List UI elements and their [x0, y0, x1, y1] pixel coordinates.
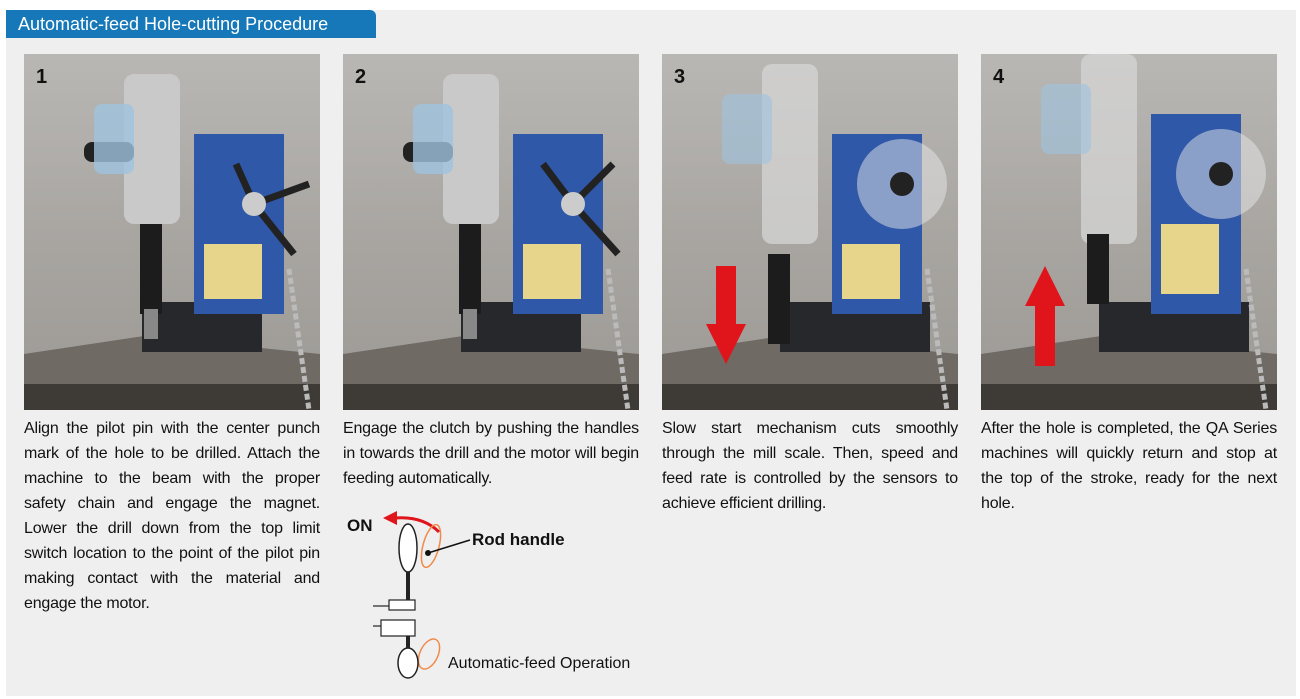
- step-number: 4: [993, 66, 1005, 88]
- step-2: 2 Engage the clutch by pushing the handl…: [343, 54, 639, 491]
- section-title: Automatic-feed Hole-cutting Procedure: [6, 10, 376, 38]
- down-arrow-icon: [706, 266, 746, 364]
- step-1: 1 Align the pilot pin with the center pu…: [24, 54, 320, 616]
- drill-machine-image: [24, 74, 320, 410]
- drill-machine-image: [981, 54, 1277, 410]
- drill-machine-image: [662, 64, 958, 410]
- drill-machine-image: [343, 74, 639, 410]
- step-4-photo: 4: [981, 54, 1277, 410]
- step-1-photo: 1: [24, 54, 320, 410]
- step-number: 3: [674, 66, 686, 88]
- step-description: Align the pilot pin with the center punc…: [24, 420, 320, 612]
- diagram-caption: Automatic-feed Operation: [448, 655, 631, 672]
- step-number: 1: [36, 66, 48, 88]
- on-label: ON: [347, 516, 373, 535]
- rod-handle-illustration: [373, 511, 471, 679]
- step-4: 4 After the hole is completed, the QA Se…: [981, 54, 1277, 516]
- step-2-photo: 2: [343, 54, 639, 410]
- step-description: After the hole is completed, the QA Seri…: [981, 420, 1277, 512]
- step-3: 3 Slow start mechanism cuts smoothly thr…: [662, 54, 958, 516]
- rod-handle-diagram: ON Rod handle Automatic-feed Operation: [343, 508, 643, 688]
- step-description: Slow start mechanism cuts smoothly throu…: [662, 420, 958, 512]
- step-description: Engage the clutch by pushing the handles…: [343, 420, 639, 487]
- up-arrow-icon: [1025, 266, 1065, 366]
- step-number: 2: [355, 66, 367, 88]
- step-3-photo: 3: [662, 54, 958, 410]
- rod-handle-label: Rod handle: [472, 530, 565, 549]
